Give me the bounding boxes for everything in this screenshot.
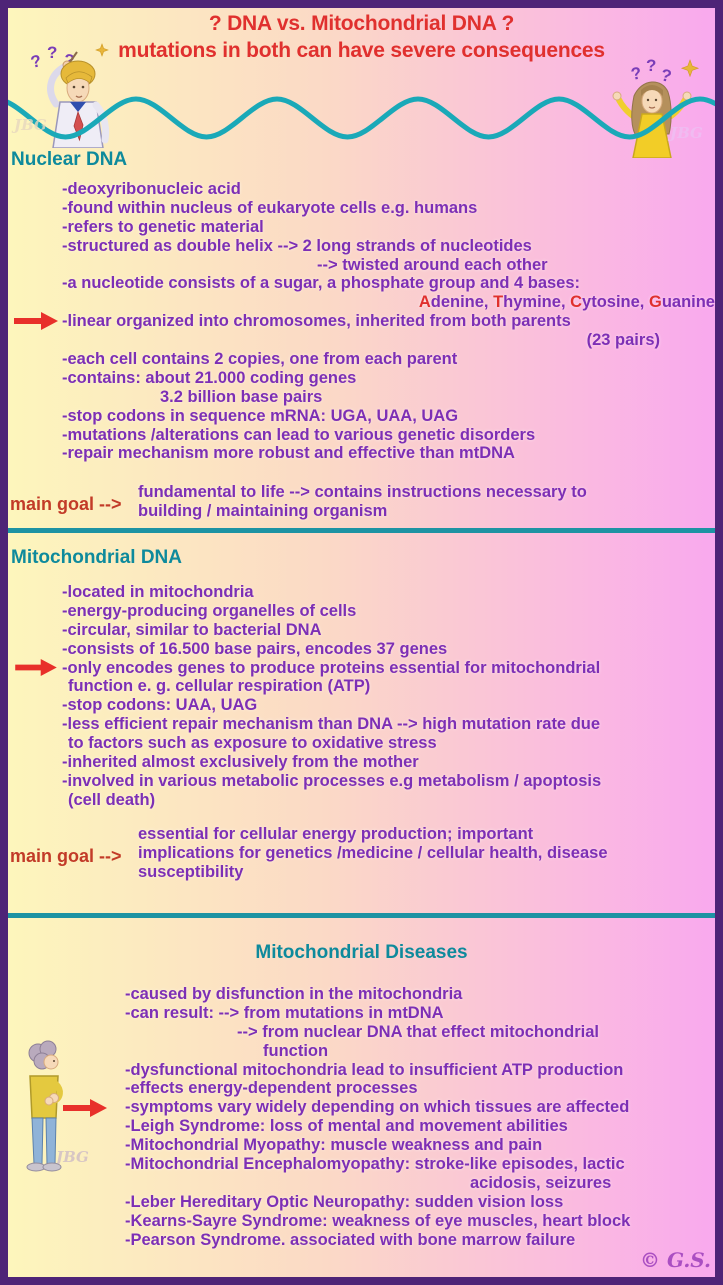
note-line: -Mitochondrial Myopathy: muscle weakness… [125,1136,543,1155]
note-line: -located in mitochondria [62,583,254,601]
note-line: acidosis, seizures [470,1173,612,1192]
red-arrow-marker [14,312,58,330]
note-line: (23 pairs) [586,331,660,350]
note-line: -mutations /alterations can lead to vari… [62,425,536,444]
person-face [43,1054,59,1070]
note-line: -stop codons in sequence mRNA: UGA, UAA,… [62,406,459,425]
sparkle-icon [95,43,109,57]
note-line: -dysfunctional mitochondria lead to insu… [125,1060,624,1079]
watermark: JBG [56,1148,89,1166]
note-line: -each cell contains 2 copies, one from e… [62,350,458,369]
note-line: -repair mechanism more robust and effect… [62,444,515,463]
note-line: -energy-producing organelles of cells [62,601,357,620]
note-line: -Kearns-Sayre Syndrome: weakness of eye … [125,1211,631,1230]
note-line: -can result: --> from mutations in mtDNA [125,1003,444,1022]
author-signature: © G.S. [640,1248,711,1272]
girl-dress [632,113,672,158]
note-line: -Mitochondrial Encephalomyopathy: stroke… [125,1155,625,1174]
main-goal-label: main goal --> [10,494,122,514]
section-divider [8,913,715,918]
red-arrow-marker [63,1099,107,1117]
note-line: -symptoms vary widely depending on which… [125,1098,630,1117]
note-line: -inherited almost exclusively from the m… [62,753,419,772]
nuclear-dna-notes: -deoxyribonucleic acid -found within nuc… [62,180,715,463]
red-arrow-marker [15,659,57,676]
main-goal-text: fundamental to life --> contains instruc… [138,483,587,520]
note-line: -circular, similar to bacterial DNA [62,620,322,639]
note-line: -only encodes genes to produce proteins … [62,658,601,677]
note-line: function e. g. cellular respiration (ATP… [68,677,371,696]
question-mark-doodle: ? [646,56,656,75]
note-line: -Leber Hereditary Optic Neuropathy: sudd… [125,1192,564,1211]
question-mark-doodle: ? [29,51,43,72]
note-line: --> twisted around each other [317,255,548,274]
note-line: -refers to genetic material [62,217,264,236]
note-line: -contains: about 21.000 coding genes [62,368,357,387]
person-jeans [31,1117,44,1165]
page-subtitle: mutations in both can have severe conseq… [118,39,605,62]
mitochondrial-dna-heading: Mitochondrial DNA [11,547,182,568]
note-line: -less efficient repair mechanism than DN… [62,715,601,734]
mitochondrial-diseases-heading: Mitochondrial Diseases [255,942,468,963]
question-mark-doodle: ? [47,43,57,62]
watermark: JBG [670,124,703,142]
question-mark-doodle: ? [629,63,643,84]
note-line: -deoxyribonucleic acid [62,180,241,198]
note-line: -caused by disfunction in the mitochondr… [125,985,463,1003]
nuclear-dna-heading: Nuclear DNA [11,149,128,170]
note-line: --> from nuclear DNA that effect mitocho… [237,1022,599,1041]
note-line: 3.2 billion base pairs [160,387,323,406]
note-line: to factors such as exposure to oxidative… [68,734,437,753]
mitochondrial-diseases-notes: -caused by disfunction in the mitochondr… [125,985,715,1249]
note-line: function [263,1041,329,1060]
sparkle-icon [680,59,700,78]
note-line: -a nucleotide consists of a sugar, a pho… [62,274,581,293]
main-goal-label: main goal --> [10,846,122,866]
section-divider [8,528,715,533]
main-goal-text: essential for cellular energy production… [138,825,608,881]
dna-bases-line: Adenine, Thymine, Cytosine, Guanine [418,293,715,312]
page-title: ? DNA vs. Mitochondrial DNA ? [208,12,515,35]
question-mark-doodle: ? [659,65,673,86]
note-line: (cell death) [68,790,156,809]
note-line: -consists of 16.500 base pairs, encodes … [62,639,448,658]
note-line: -found within nucleus of eukaryote cells… [62,198,478,217]
note-line: -linear organized into chromosomes, inhe… [62,312,571,331]
wave-divider [8,96,715,140]
note-line: -effects energy-dependent processes [125,1079,418,1098]
watermark: JBG [14,116,47,134]
thinking-person-illustration [26,1040,63,1172]
mitochondrial-dna-notes: -located in mitochondria -energy-produci… [62,583,715,810]
note-line: -structured as double helix --> 2 long s… [62,236,532,255]
note-line: -stop codons: UAA, UAG [62,696,258,715]
note-line: -involved in various metabolic processes… [62,771,602,790]
note-line: -Leigh Syndrome: loss of mental and move… [125,1117,568,1136]
note-line: -Pearson Syndrome. associated with bone … [125,1230,576,1249]
